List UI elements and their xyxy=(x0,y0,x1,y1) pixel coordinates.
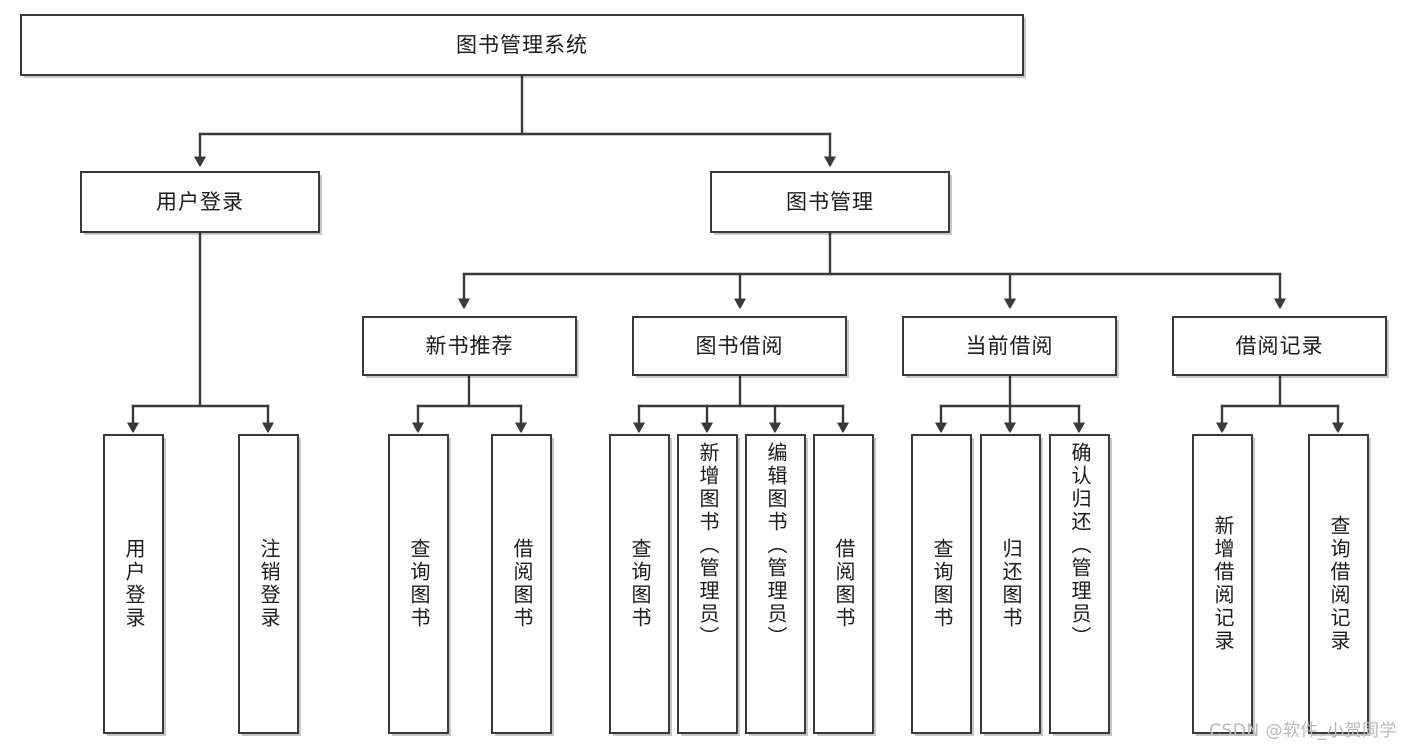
node-book-borrow-label: 图书借阅 xyxy=(695,333,784,358)
leaf-current-query-book[interactable]: 查询图书 xyxy=(911,434,972,734)
leaf-newbook-query-book-label: 查询图书 xyxy=(407,538,431,630)
leaf-borrow-query-book-label: 查询图书 xyxy=(628,538,652,630)
leaf-borrow-edit-book-label: 编辑图书（管理员） xyxy=(764,442,788,649)
node-user-login[interactable]: 用户登录 xyxy=(80,171,320,233)
leaf-borrow-borrow-book[interactable]: 借阅图书 xyxy=(813,434,874,734)
leaf-newbook-query-book[interactable]: 查询图书 xyxy=(388,434,449,734)
leaf-newbook-borrow-book-label: 借阅图书 xyxy=(510,538,534,630)
node-root-label: 图书管理系统 xyxy=(456,32,588,57)
leaf-borrow-add-book-label: 新增图书（管理员） xyxy=(696,442,720,649)
node-new-book-recommend-label: 新书推荐 xyxy=(425,333,514,358)
leaf-current-confirm-return[interactable]: 确认归还（管理员） xyxy=(1049,434,1110,734)
leaf-current-return-book-label: 归还图书 xyxy=(999,538,1023,630)
node-current-borrow-label: 当前借阅 xyxy=(965,333,1054,358)
leaf-current-return-book[interactable]: 归还图书 xyxy=(980,434,1041,734)
node-borrow-records-label: 借阅记录 xyxy=(1235,333,1324,358)
leaf-user-login-label: 用户登录 xyxy=(122,538,146,630)
leaf-records-query-record-label: 查询借阅记录 xyxy=(1327,515,1351,653)
watermark-text: CSDN @软件_小贺同学 xyxy=(1209,721,1397,741)
leaf-current-confirm-return-label: 确认归还（管理员） xyxy=(1068,442,1092,649)
leaf-borrow-borrow-book-label: 借阅图书 xyxy=(832,538,856,630)
leaf-records-add-record[interactable]: 新增借阅记录 xyxy=(1192,434,1253,734)
node-root[interactable]: 图书管理系统 xyxy=(20,14,1024,76)
node-user-login-label: 用户登录 xyxy=(156,189,244,214)
node-new-book-recommend[interactable]: 新书推荐 xyxy=(362,316,577,376)
leaf-records-add-record-label: 新增借阅记录 xyxy=(1211,515,1235,653)
node-borrow-records[interactable]: 借阅记录 xyxy=(1172,316,1387,376)
leaf-newbook-borrow-book[interactable]: 借阅图书 xyxy=(491,434,552,734)
node-book-management-label: 图书管理 xyxy=(786,189,874,214)
leaf-user-login[interactable]: 用户登录 xyxy=(103,434,164,734)
leaf-borrow-query-book[interactable]: 查询图书 xyxy=(609,434,670,734)
leaf-user-logout-label: 注销登录 xyxy=(257,538,281,630)
node-book-borrow[interactable]: 图书借阅 xyxy=(632,316,847,376)
leaf-borrow-edit-book[interactable]: 编辑图书（管理员） xyxy=(745,434,806,734)
leaf-records-query-record[interactable]: 查询借阅记录 xyxy=(1308,434,1369,734)
leaf-borrow-add-book[interactable]: 新增图书（管理员） xyxy=(677,434,738,734)
leaf-current-query-book-label: 查询图书 xyxy=(930,538,954,630)
leaf-user-logout[interactable]: 注销登录 xyxy=(238,434,299,734)
node-book-management[interactable]: 图书管理 xyxy=(710,171,950,233)
node-current-borrow[interactable]: 当前借阅 xyxy=(902,316,1117,376)
